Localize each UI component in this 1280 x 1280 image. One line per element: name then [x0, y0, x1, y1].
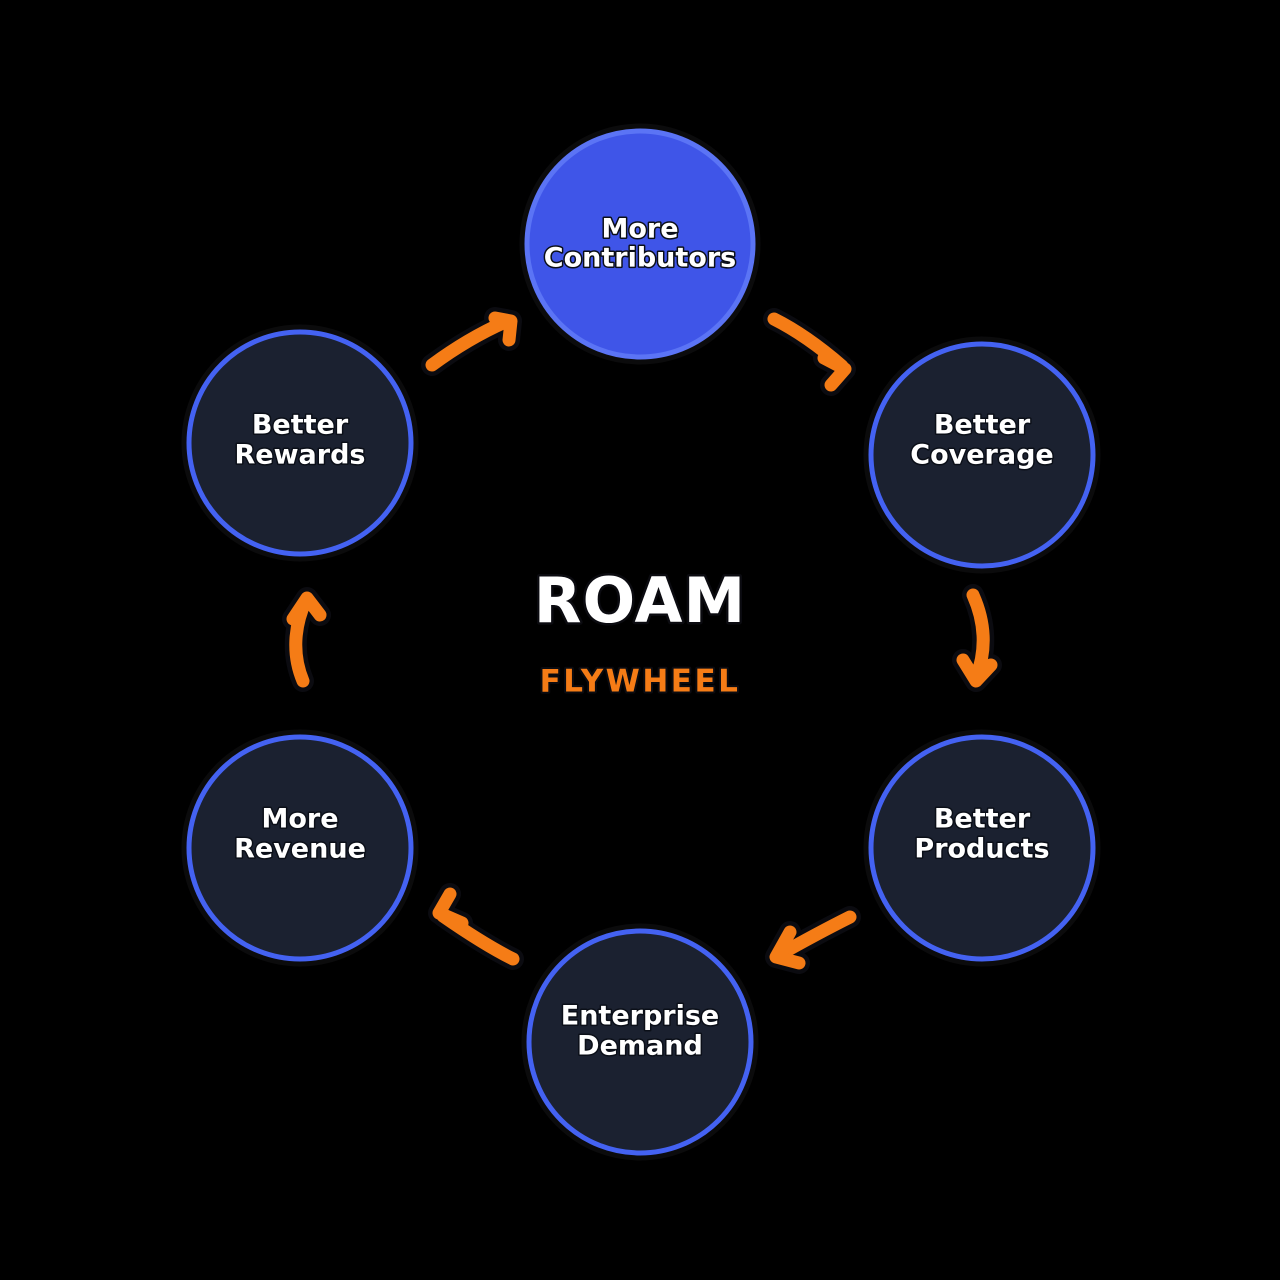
node-label-line2: Revenue — [234, 834, 366, 865]
arrow-coverage-to-products — [952, 584, 1002, 692]
node-shape — [186, 734, 414, 962]
node-label-line1: Better — [252, 410, 349, 441]
arrow-rewards-to-contributors — [421, 307, 522, 376]
node-better-products[interactable]: Better Products — [863, 729, 1101, 967]
node-label-line2: Coverage — [910, 440, 1053, 471]
node-shape — [868, 341, 1096, 569]
node-halo — [519, 123, 761, 365]
node-label-line1: Better — [934, 410, 1031, 441]
node-halo — [181, 324, 419, 562]
arrow-products-to-demand — [765, 906, 861, 974]
node-halo — [863, 336, 1101, 574]
node-more-revenue[interactable]: More Revenue — [181, 729, 419, 967]
node-better-rewards[interactable]: Better Rewards — [181, 324, 419, 562]
node-label-line1: More — [261, 804, 338, 835]
arrow-contributors-to-coverage — [763, 308, 856, 396]
arrow-revenue-to-rewards — [282, 587, 331, 692]
node-shape — [868, 734, 1096, 962]
arrow-demand-to-revenue — [428, 883, 524, 970]
node-shape — [186, 329, 414, 557]
node-label-line1: Enterprise — [561, 1001, 719, 1032]
node-label-line2: Contributors — [544, 243, 736, 274]
center-subtitle: FLYWHEEL — [540, 664, 741, 700]
node-halo — [181, 729, 419, 967]
node-more-contributors[interactable]: More Contributors — [519, 123, 761, 365]
node-label-line2: Rewards — [235, 440, 366, 471]
node-label-line1: Better — [934, 804, 1031, 835]
node-halo — [521, 923, 759, 1161]
node-shape — [524, 128, 756, 360]
node-label-line2: Products — [914, 834, 1049, 865]
node-halo — [863, 729, 1101, 967]
node-shape — [526, 928, 754, 1156]
node-better-coverage[interactable]: Better Coverage — [863, 336, 1101, 574]
node-label-line2: Demand — [577, 1031, 703, 1062]
node-label-line1: More — [601, 214, 678, 245]
node-enterprise-demand[interactable]: Enterprise Demand — [521, 923, 759, 1161]
center-title: ROAM — [534, 564, 746, 637]
